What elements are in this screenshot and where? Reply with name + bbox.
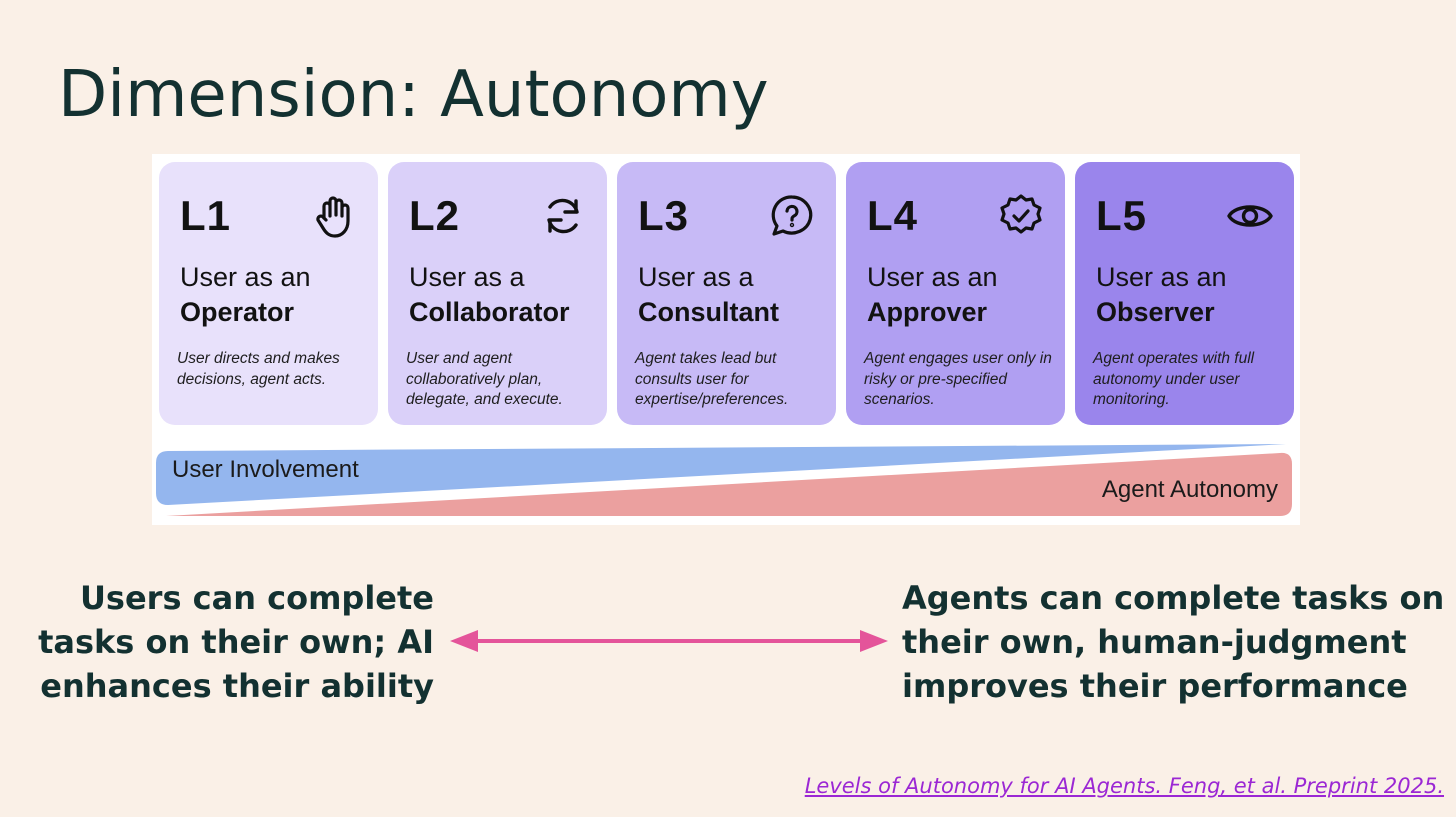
level-card-l1: L1 User as an Operator User directs and …: [159, 162, 378, 425]
role-name: Observer: [1096, 297, 1215, 327]
caption-line: their own, human-judgment: [902, 623, 1407, 661]
role-description: User and agent collaboratively plan, del…: [406, 350, 563, 408]
caption-line: Users can complete: [79, 579, 434, 617]
level-label: L5: [1096, 192, 1148, 239]
level-card-l5: L5 User as an Observer Agent operates wi…: [1075, 162, 1294, 425]
role-name: Approver: [867, 297, 988, 327]
level-card-l3: L3 User as a Consultant Agent takes lead…: [617, 162, 836, 425]
user-involvement-label: User Involvement: [172, 456, 359, 483]
level-label: L1: [180, 192, 232, 239]
hand-icon: [316, 196, 350, 238]
caption-line: enhances their ability: [40, 667, 434, 705]
role-prefix: User as a: [638, 262, 754, 292]
role-prefix: User as an: [180, 262, 311, 292]
slide-title: Dimension: Autonomy: [58, 58, 769, 132]
involvement-autonomy-scale: [156, 444, 1292, 516]
double-arrow-icon: [450, 630, 888, 652]
role-description: Agent engages user only in risky or pre-…: [864, 350, 1052, 408]
role-prefix: User as an: [867, 262, 998, 292]
eye-icon: [1227, 205, 1273, 227]
role-description: Agent takes lead but consults user for e…: [635, 350, 789, 408]
role-name: Consultant: [638, 297, 779, 327]
autonomy-levels-figure: L1 User as an Operator User directs and …: [152, 154, 1300, 525]
agent-autonomy-wedge: [166, 452, 1292, 516]
refresh-icon: [547, 198, 579, 234]
role-description: Agent operates with full autonomy under …: [1093, 350, 1255, 408]
agent-side-caption: Agents can complete tasks on their own, …: [902, 576, 1444, 708]
caption-line: improves their performance: [902, 667, 1408, 705]
level-label: L4: [867, 192, 919, 239]
role-name: Collaborator: [409, 297, 570, 327]
user-side-caption: Users can complete tasks on their own; A…: [38, 576, 434, 708]
user-involvement-wedge: [156, 444, 1286, 505]
agent-autonomy-label: Agent Autonomy: [1101, 476, 1278, 503]
level-label: L2: [409, 192, 461, 239]
citation-link[interactable]: Levels of Autonomy for AI Agents. Feng, …: [804, 774, 1444, 798]
level-card-l2: L2 User as a Collaborator User and agent…: [388, 162, 607, 425]
caption-line: Agents can complete tasks on: [902, 579, 1445, 617]
role-prefix: User as a: [409, 262, 525, 292]
level-label: L3: [638, 192, 690, 239]
role-name: Operator: [180, 297, 295, 327]
question-bubble-icon: [771, 195, 813, 236]
level-card-l4: L4 User as an Approver Agent engages use…: [846, 162, 1065, 425]
role-prefix: User as an: [1096, 262, 1227, 292]
caption-line: tasks on their own; AI: [38, 623, 434, 661]
role-description: User directs and makes decisions, agent …: [177, 350, 340, 388]
check-badge-icon: [1000, 194, 1042, 234]
